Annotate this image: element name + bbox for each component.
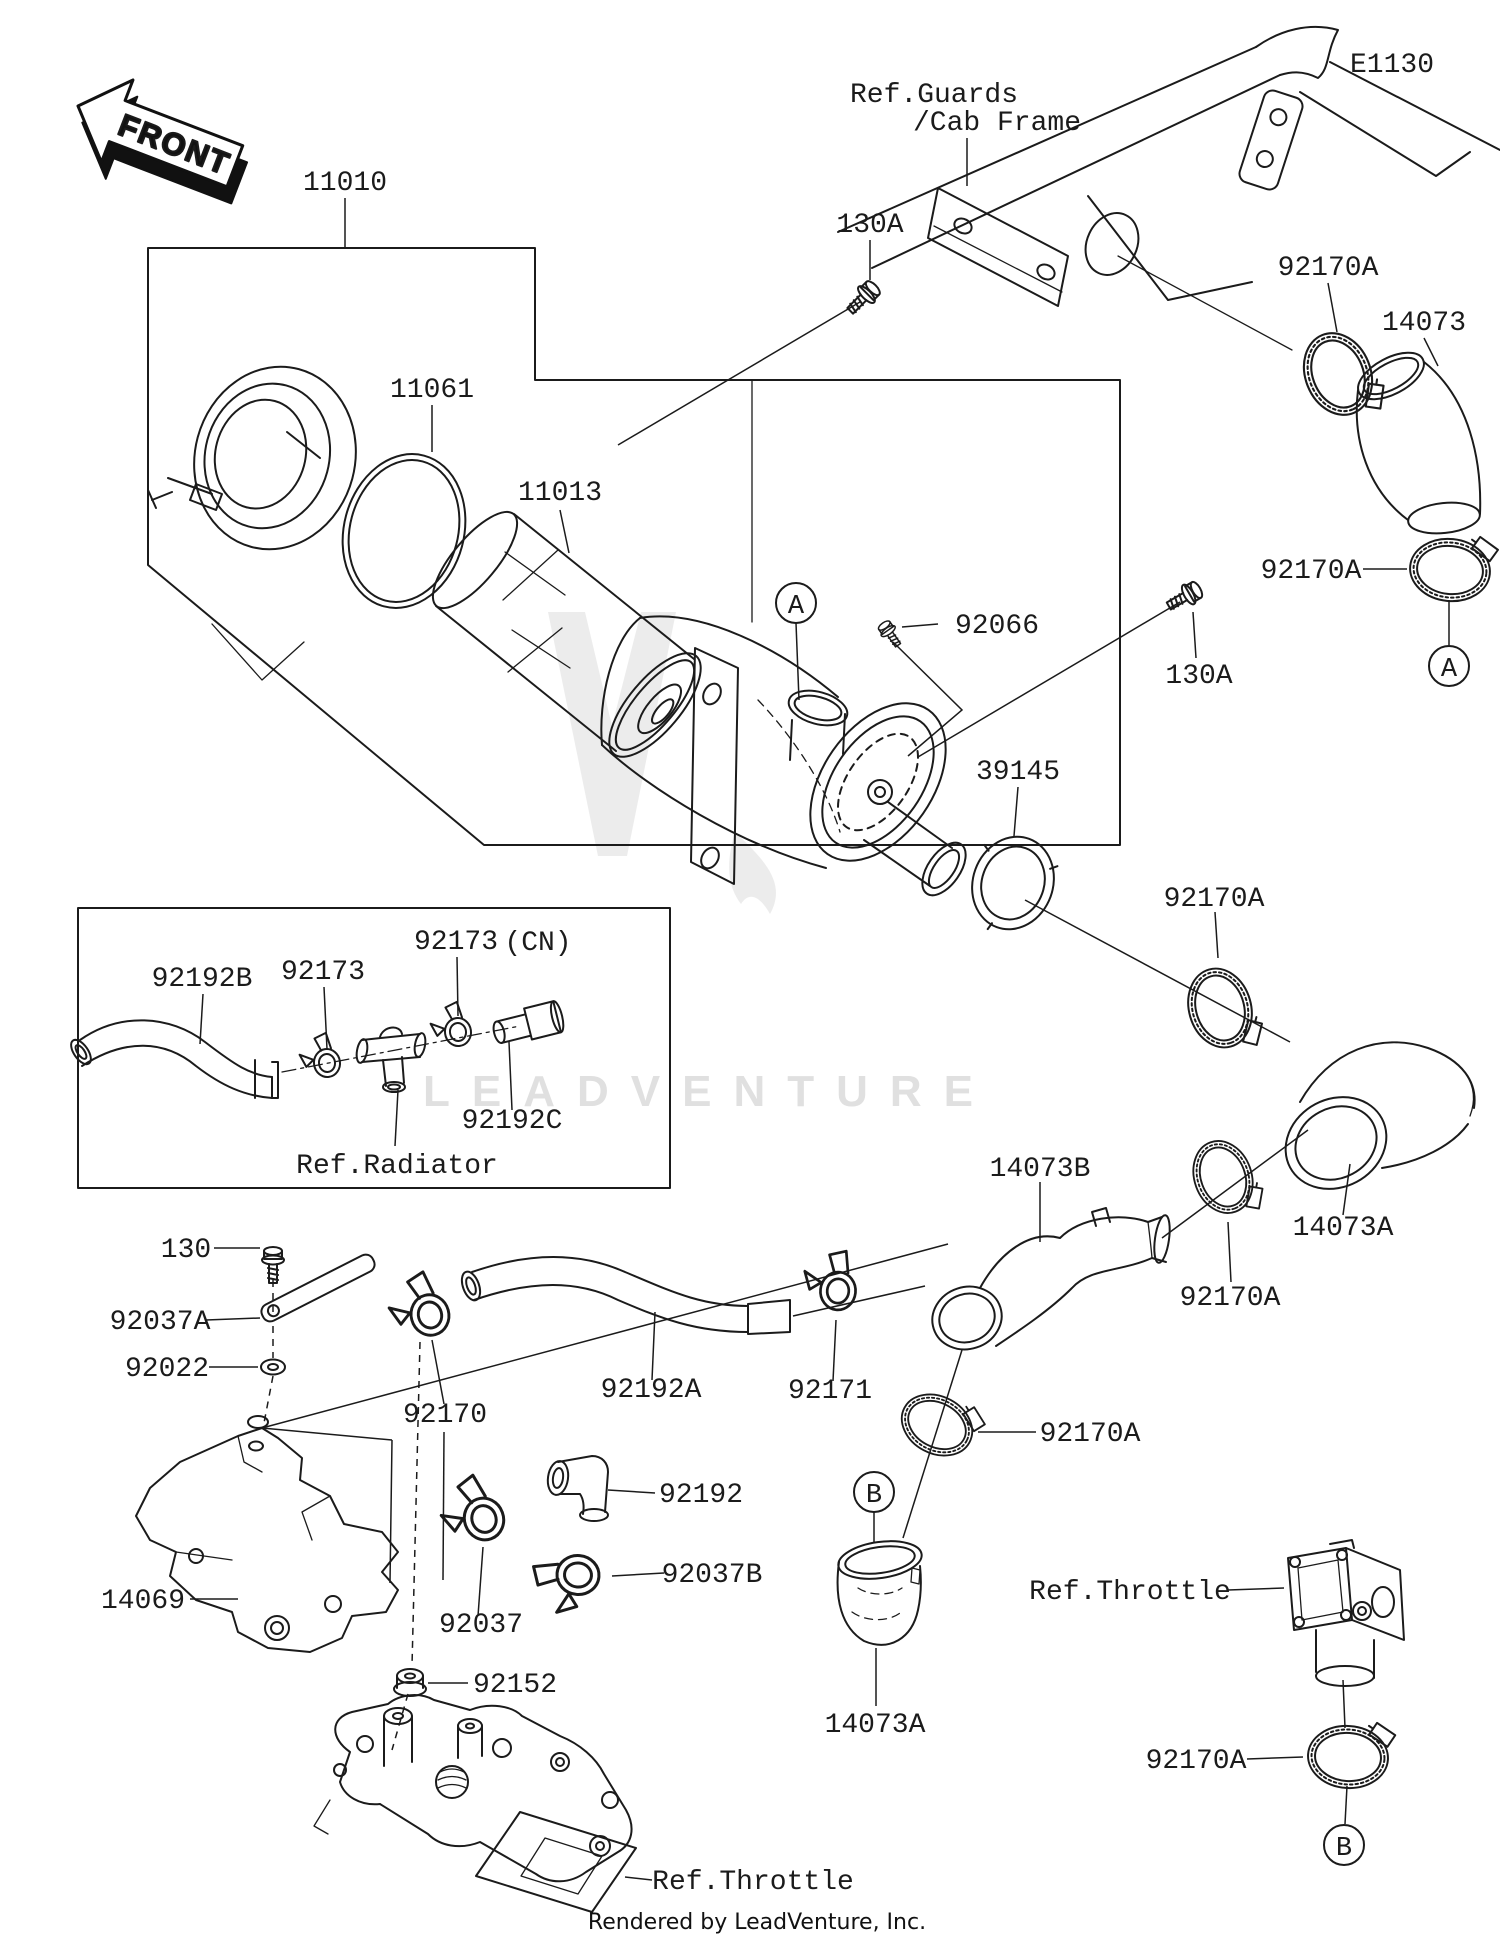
clamp-92170 xyxy=(380,1266,455,1346)
clamp-92170a-2 xyxy=(1405,526,1500,607)
callout-b-2-text: B xyxy=(1336,1834,1352,1864)
plug-92066 xyxy=(875,617,906,651)
air-cleaner-housing xyxy=(600,615,967,897)
callout-a-2: A xyxy=(1428,645,1470,687)
label-92037a: 92037A xyxy=(110,1307,211,1338)
label-11013: 11013 xyxy=(518,478,602,509)
leader-lines xyxy=(190,138,1450,1881)
label-92192: 92192 xyxy=(659,1480,743,1511)
housing-inlet-port xyxy=(787,689,849,761)
hose-92192c xyxy=(492,1000,565,1044)
clamp-92173-1 xyxy=(296,1030,343,1082)
duct-14073b xyxy=(931,1207,1171,1351)
bolt-130a-2 xyxy=(1162,577,1207,617)
label-cn-note: (CN) xyxy=(504,928,571,959)
strap-92037a xyxy=(260,1253,376,1323)
label-92066: 92066 xyxy=(955,611,1039,642)
label-92192b: 92192B xyxy=(152,964,253,995)
label-130a-1: 130A xyxy=(836,210,903,241)
label-130a-2: 130A xyxy=(1165,661,1232,692)
label-130: 130 xyxy=(161,1235,211,1266)
label-39145: 39145 xyxy=(976,757,1060,788)
clamp-92037b xyxy=(528,1550,603,1618)
throttle-body-right xyxy=(1287,1539,1405,1687)
label-ref-guards: Ref.Guards xyxy=(850,80,1018,111)
callout-a-1-text: A xyxy=(788,592,805,622)
throttle-assy-bottom xyxy=(313,1694,637,1913)
grommet-92152 xyxy=(393,1668,427,1697)
callout-b-1: B xyxy=(853,1471,895,1513)
label-92152: 92152 xyxy=(473,1670,557,1701)
bolt-130a-1 xyxy=(841,276,885,320)
label-92170a-4: 92170A xyxy=(1180,1283,1281,1314)
label-11010: 11010 xyxy=(303,168,387,199)
label-92170a-1: 92170A xyxy=(1278,253,1379,284)
label-14073b: 14073B xyxy=(990,1154,1091,1185)
callout-b-2: B xyxy=(1323,1824,1365,1866)
label-e1130: E1130 xyxy=(1350,50,1434,81)
label-92170a-6: 92170A xyxy=(1146,1746,1247,1777)
label-92022: 92022 xyxy=(125,1354,209,1385)
label-92170a-3: 92170A xyxy=(1164,884,1265,915)
guard-plate xyxy=(927,187,1069,307)
clamp-92170a-5 xyxy=(890,1375,992,1471)
cab-frame-and-guard xyxy=(837,25,1500,351)
air-cleaner-cap xyxy=(147,365,357,681)
label-92171: 92171 xyxy=(788,1376,872,1407)
elbow-92192 xyxy=(546,1455,609,1522)
bolt-130 xyxy=(261,1246,285,1284)
pipe-intake-ring-39145 xyxy=(971,835,1059,931)
filter-element-11013 xyxy=(431,510,702,758)
label-ref-cab-frame: /Cab Frame xyxy=(913,108,1081,139)
clamp-92170a-3 xyxy=(1178,957,1271,1062)
label-ref-throttle-1: Ref.Throttle xyxy=(1029,1577,1231,1608)
leadventure-watermark-logo xyxy=(548,612,776,914)
washer-92022 xyxy=(260,1358,286,1376)
part-labels: 11010 Ref.Guards /Cab Frame E1130 130A 9… xyxy=(101,50,1466,1898)
rendered-by-footer: Rendered by LeadVenture, Inc. xyxy=(588,1910,926,1935)
callout-a-2-text: A xyxy=(1441,655,1458,685)
label-92192c: 92192C xyxy=(462,1106,563,1137)
label-14073: 14073 xyxy=(1382,308,1466,339)
clamp-92170a-1 xyxy=(1291,318,1395,432)
air-cleaner-assy-box xyxy=(147,247,1121,846)
clamp-92170a-6 xyxy=(1304,1714,1398,1793)
leadventure-watermark-text: LEADVENTURE xyxy=(423,1067,995,1116)
label-ref-radiator: Ref.Radiator xyxy=(296,1151,498,1182)
label-92192a: 92192A xyxy=(601,1375,702,1406)
callout-b-1-text: B xyxy=(866,1481,882,1511)
label-ref-throttle-2: Ref.Throttle xyxy=(652,1867,854,1898)
inset-assembly-axis xyxy=(281,1025,521,1073)
label-11061: 11061 xyxy=(390,375,474,406)
hose-92192b xyxy=(70,1019,279,1099)
label-92170a-5: 92170A xyxy=(1040,1419,1141,1450)
hose-14073a-1 xyxy=(1284,1041,1476,1190)
label-92170a-2: 92170A xyxy=(1261,556,1362,587)
label-92170: 92170 xyxy=(403,1400,487,1431)
callout-a-1: A xyxy=(775,582,817,624)
front-direction-arrow: FRONT xyxy=(76,78,249,205)
callout-circles: A A B B xyxy=(775,582,1470,1866)
o-ring-11061 xyxy=(341,453,467,609)
label-92173-2: 92173 xyxy=(414,927,498,958)
tee-fitting-radiator xyxy=(355,1026,427,1093)
label-14073a-1: 14073A xyxy=(1293,1213,1394,1244)
label-92037b: 92037B xyxy=(662,1560,763,1591)
hose-14073a-2 xyxy=(836,1540,923,1646)
inset-breather-box xyxy=(77,907,671,1189)
label-92173-1: 92173 xyxy=(281,957,365,988)
bracket-14069 xyxy=(135,1415,399,1653)
label-14073a-2: 14073A xyxy=(825,1710,926,1741)
label-14069: 14069 xyxy=(101,1586,185,1617)
clamp-92171 xyxy=(799,1245,862,1313)
hose-92192a xyxy=(460,1256,791,1335)
label-92037: 92037 xyxy=(439,1610,523,1641)
